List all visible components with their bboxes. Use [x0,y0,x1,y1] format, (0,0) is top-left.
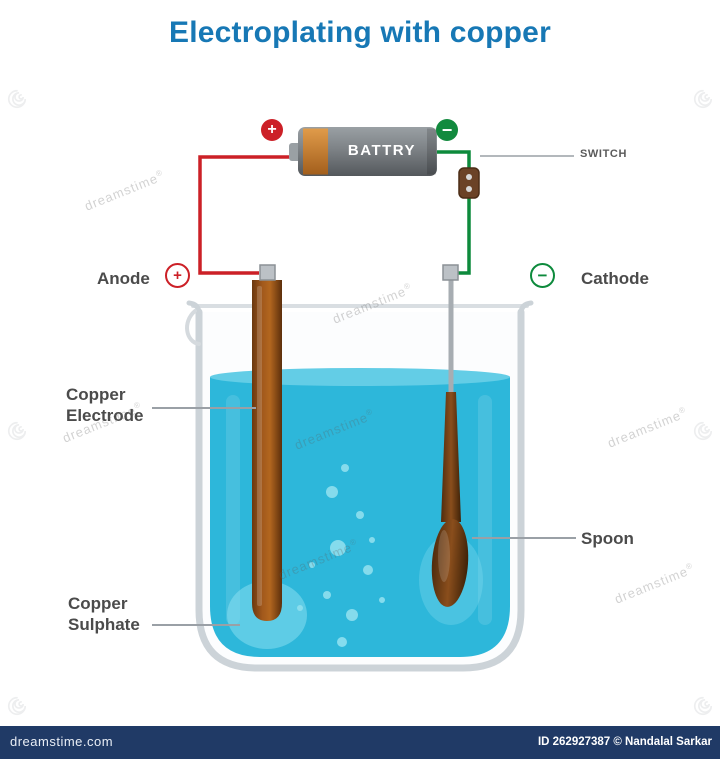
copper-electrode-label: Copper Electrode [66,384,143,426]
battery-body [289,127,437,176]
cathode-connector [442,264,459,281]
minus-symbol: − [537,265,548,285]
anode-label: Anode [97,269,150,288]
plus-symbol: + [173,267,182,284]
leader-lines [152,155,576,626]
minus-symbol: − [441,119,453,140]
copper-sulphate-label-line1: Copper [68,594,128,613]
battery-label: BATTRY [347,142,417,159]
battery-positive-terminal-icon: + [261,119,283,141]
copper-electrode-label-line1: Copper [66,385,126,404]
anode-positive-icon: + [165,263,190,288]
switch-label: SWITCH [580,148,627,160]
copper-sulphate-label: Copper Sulphate [68,593,140,635]
spoon-shape [431,280,469,607]
beaker-spout [186,300,202,315]
footer-site-link[interactable]: dreamstime.com [10,734,114,749]
copper-electrode-label-line2: Electrode [66,406,144,425]
bubbles [297,464,385,647]
cathode-negative-icon: − [530,263,555,288]
copper-sulphate-label-line2: Sulphate [68,615,140,634]
footer-credit: ID 262927387 © Nandalal Sarkar [537,736,712,748]
plus-symbol: + [267,121,277,138]
cathode-label: Cathode [581,269,649,288]
copper-electrode-rod [252,280,282,621]
battery-negative-terminal-icon: − [436,119,458,141]
page-title: Electroplating with copper [169,16,551,49]
footer-bar: dreamstime.com ID 262927387 © Nandalal S… [0,726,720,759]
switch-component[interactable] [458,167,480,199]
spoon-label: Spoon [581,529,634,548]
anode-connector [259,264,276,281]
positive-wire [198,155,297,275]
spoon-hanger-rod [448,280,454,398]
